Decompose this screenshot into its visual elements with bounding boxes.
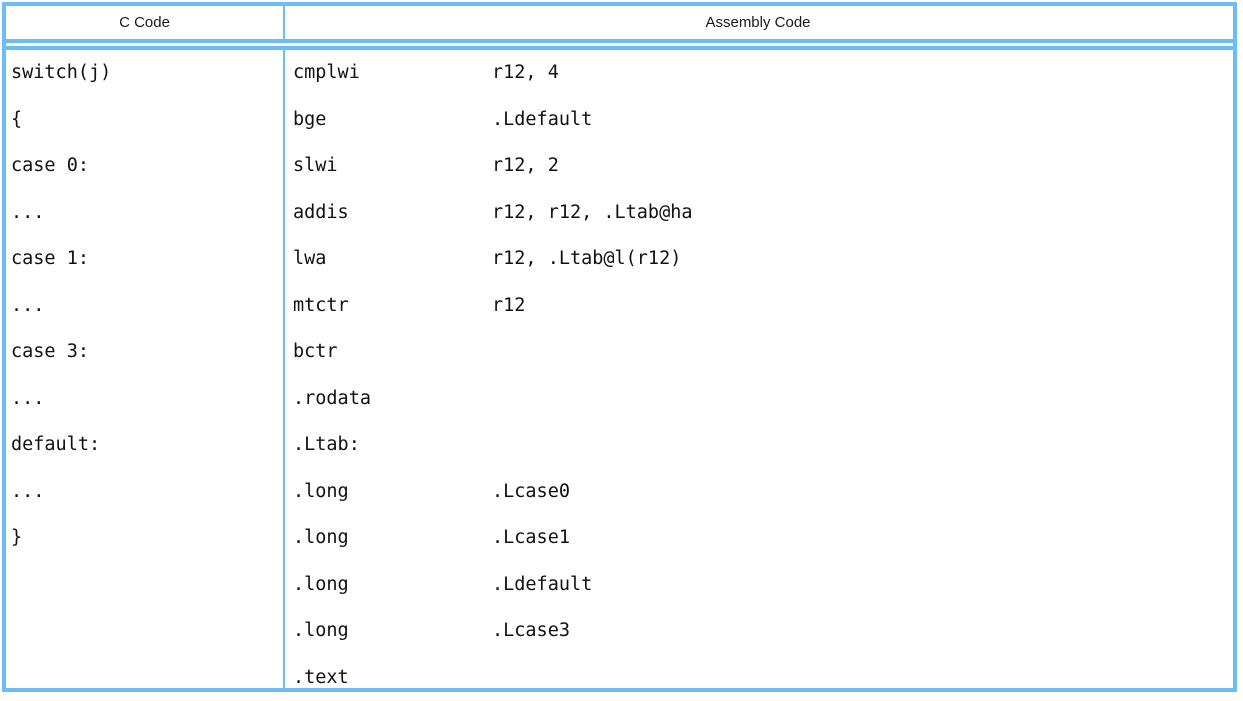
table-row: .long.Lcase3 (6, 608, 1233, 655)
assembly-mnemonic: .long (293, 622, 492, 641)
assembly-code-cell: bctr (283, 343, 1233, 362)
c-code-cell: { (6, 111, 283, 130)
assembly-mnemonic: cmplwi (293, 64, 492, 83)
c-code-cell: case 1: (6, 250, 283, 269)
assembly-code-cell: .rodata (283, 390, 1233, 409)
table-row: .text (6, 655, 1233, 701)
assembly-operands: r12, .Ltab@l(r12) (492, 250, 681, 269)
assembly-code-cell: .long.Lcase1 (283, 529, 1233, 548)
assembly-operands: .Ldefault (492, 111, 592, 130)
assembly-mnemonic: bge (293, 111, 492, 130)
assembly-code-cell: .Ltab: (283, 436, 1233, 455)
c-code-cell: ... (6, 204, 283, 223)
c-code-cell: ... (6, 390, 283, 409)
assembly-mnemonic: .long (293, 576, 492, 595)
assembly-mnemonic: .long (293, 483, 492, 502)
assembly-mnemonic: .text (293, 669, 492, 688)
assembly-mnemonic: slwi (293, 157, 492, 176)
c-code-cell: default: (6, 436, 283, 455)
assembly-operands: .Lcase3 (492, 622, 570, 641)
table-header-row: C Code Assembly Code (6, 6, 1233, 39)
c-code-cell: ... (6, 483, 283, 502)
assembly-code-cell: .long.Ldefault (283, 576, 1233, 595)
assembly-mnemonic: .Ltab: (293, 436, 492, 455)
column-header-c-code: C Code (6, 6, 283, 39)
c-code-cell: } (6, 529, 283, 548)
assembly-mnemonic: addis (293, 204, 492, 223)
assembly-mnemonic: .long (293, 529, 492, 548)
assembly-mnemonic: bctr (293, 343, 492, 362)
table-row: {bge.Ldefault (6, 97, 1233, 144)
assembly-operands: r12, 2 (492, 157, 559, 176)
c-code-cell: case 3: (6, 343, 283, 362)
table-row: ... .rodata (6, 376, 1233, 423)
table-row: ....long.Lcase0 (6, 469, 1233, 516)
assembly-operands: .Lcase0 (492, 483, 570, 502)
assembly-mnemonic: mtctr (293, 297, 492, 316)
assembly-mnemonic: lwa (293, 250, 492, 269)
assembly-operands: .Ldefault (492, 576, 592, 595)
table-border-right (1233, 2, 1237, 692)
c-code-cell: case 0: (6, 157, 283, 176)
assembly-operands: r12, r12, .Ltab@ha (492, 204, 692, 223)
table-row: case 3: bctr (6, 329, 1233, 376)
assembly-code-cell: .text (283, 669, 1233, 688)
assembly-operands: .Lcase1 (492, 529, 570, 548)
assembly-code-cell: .long.Lcase0 (283, 483, 1233, 502)
c-code-cell: switch(j) (6, 64, 283, 83)
assembly-operands: r12 (492, 297, 525, 316)
assembly-mnemonic: .rodata (293, 390, 492, 409)
table-row: .long.Ldefault (6, 562, 1233, 609)
assembly-code-cell: .long.Lcase3 (283, 622, 1233, 641)
column-header-assembly-code: Assembly Code (283, 6, 1233, 39)
header-column-divider (283, 6, 285, 39)
assembly-operands: r12, 4 (492, 64, 559, 83)
table-row: default: .Ltab: (6, 422, 1233, 469)
c-code-cell: ... (6, 297, 283, 316)
assembly-code-cell: bge.Ldefault (283, 111, 1233, 130)
table-row: }.long.Lcase1 (6, 515, 1233, 562)
